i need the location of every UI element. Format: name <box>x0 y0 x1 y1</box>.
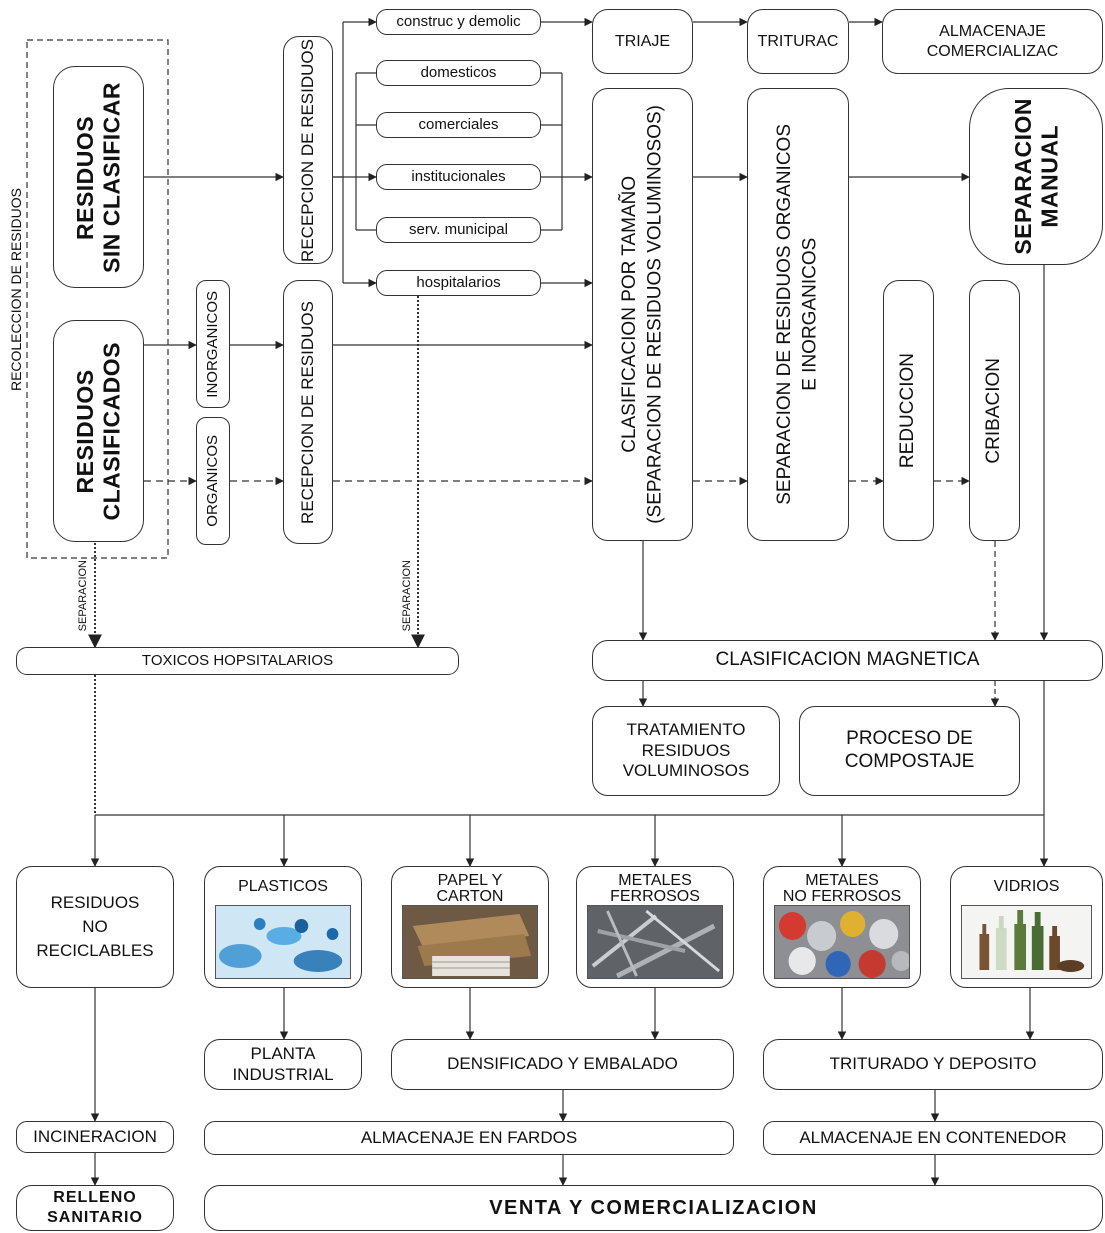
toxic-hospital-node[interactable]: TOXICOS HOPSITALARIOS <box>16 647 459 675</box>
reception-top-label: RECEPCION DE RESIDUOS <box>297 38 317 262</box>
organic-label: ORGANICOS <box>204 435 221 527</box>
reception-top-node[interactable]: RECEPCION DE RESIDUOS <box>283 36 333 264</box>
category-domestic[interactable]: domesticos <box>376 60 541 86</box>
manual-separation-node[interactable]: SEPARACION MANUAL <box>969 88 1103 265</box>
unclassified-waste-label: RESIDUOS SIN CLASIFICAR <box>72 81 125 273</box>
separation-label-right: SEPARACION <box>401 560 413 632</box>
non-ferrous-title: METALES NO FERROSOS <box>782 872 902 905</box>
paper-image <box>402 905 538 979</box>
separation-label-left: SEPARACION <box>77 560 89 632</box>
ferrous-card[interactable]: METALES FERROSOS <box>576 866 734 988</box>
container-storage-node[interactable]: ALMACENAJE EN CONTENEDOR <box>763 1121 1103 1155</box>
crushing-node[interactable]: TRITURAC <box>747 9 849 74</box>
composting-node[interactable]: PROCESO DE COMPOSTAJE <box>799 706 1020 796</box>
screening-label: CRIBACION <box>983 357 1005 464</box>
category-municipal[interactable]: serv. municipal <box>376 217 541 243</box>
organic-node[interactable]: ORGANICOS <box>196 417 230 545</box>
incineration-node[interactable]: INCINERACION <box>16 1121 174 1153</box>
crush-deposit-node[interactable]: TRITURADO Y DEPOSITO <box>763 1039 1103 1090</box>
reduction-label: REDUCCION <box>897 352 919 469</box>
inorganic-node[interactable]: INORGANICOS <box>196 280 230 408</box>
bale-storage-node[interactable]: ALMACENAJE EN FARDOS <box>204 1121 734 1155</box>
reduction-node[interactable]: REDUCCION <box>883 280 934 541</box>
plastics-image <box>215 905 351 979</box>
glass-image <box>961 905 1092 979</box>
paper-card[interactable]: PAPEL Y CARTON <box>391 866 549 988</box>
collection-label: RECOLECCION DE RESIDUOS <box>8 188 24 392</box>
magnetic-classification-node[interactable]: CLASIFICACION MAGNETICA <box>592 640 1103 681</box>
paper-title: PAPEL Y CARTON <box>436 872 504 905</box>
inorganic-label: INORGANICOS <box>204 290 221 398</box>
storage-commercial-node[interactable]: ALMACENAJE COMERCIALIZAC <box>882 9 1103 74</box>
plastics-title: PLASTICOS <box>238 878 328 895</box>
industrial-plant-node[interactable]: PLANTA INDUSTRIAL <box>204 1039 362 1090</box>
non-recyclable-node[interactable]: RESIDUOS NO RECICLABLES <box>16 866 174 988</box>
ferrous-title: METALES FERROSOS <box>610 872 700 905</box>
category-hospital[interactable]: hospitalarios <box>376 270 541 296</box>
category-construction[interactable]: construc y demolic <box>376 9 541 35</box>
organic-separation-label: SEPARACION DE RESIDUOS ORGANICOS E INORG… <box>774 124 821 505</box>
bulky-treatment-node[interactable]: TRATAMIENTO RESIDUOS VOLUMINOSOS <box>592 706 780 796</box>
ferrous-image <box>587 905 723 979</box>
category-commercial[interactable]: comerciales <box>376 112 541 138</box>
screening-node[interactable]: CRIBACION <box>969 280 1020 541</box>
glass-title: VIDRIOS <box>993 878 1060 895</box>
reception-bottom-label: RECEPCION DE RESIDUOS <box>297 300 317 524</box>
organic-separation-node[interactable]: SEPARACION DE RESIDUOS ORGANICOS E INORG… <box>747 88 849 541</box>
plastics-card[interactable]: PLASTICOS <box>204 866 362 988</box>
unclassified-waste-node[interactable]: RESIDUOS SIN CLASIFICAR <box>53 66 144 288</box>
size-classification-node[interactable]: CLASIFICACION POR TAMAÑO (SEPARACION DE … <box>592 88 693 541</box>
non-ferrous-card[interactable]: METALES NO FERROSOS <box>763 866 921 988</box>
baling-node[interactable]: DENSIFICADO Y EMBALADO <box>391 1039 734 1090</box>
sale-node[interactable]: VENTA Y COMERCIALIZACION <box>204 1185 1103 1231</box>
classified-waste-label: RESIDUOS CLASIFICADOS <box>72 341 125 521</box>
manual-separation-label: SEPARACION MANUAL <box>1009 98 1062 255</box>
category-institutional[interactable]: institucionales <box>376 164 541 190</box>
non-ferrous-image <box>774 905 910 979</box>
glass-card[interactable]: VIDRIOS <box>950 866 1103 988</box>
sorting-node[interactable]: TRIAJE <box>592 9 693 74</box>
size-classification-label: CLASIFICACION POR TAMAÑO (SEPARACION DE … <box>618 105 666 524</box>
reception-bottom-node[interactable]: RECEPCION DE RESIDUOS <box>283 280 333 544</box>
classified-waste-node[interactable]: RESIDUOS CLASIFICADOS <box>53 320 144 542</box>
landfill-node[interactable]: RELLENO SANITARIO <box>16 1185 174 1231</box>
